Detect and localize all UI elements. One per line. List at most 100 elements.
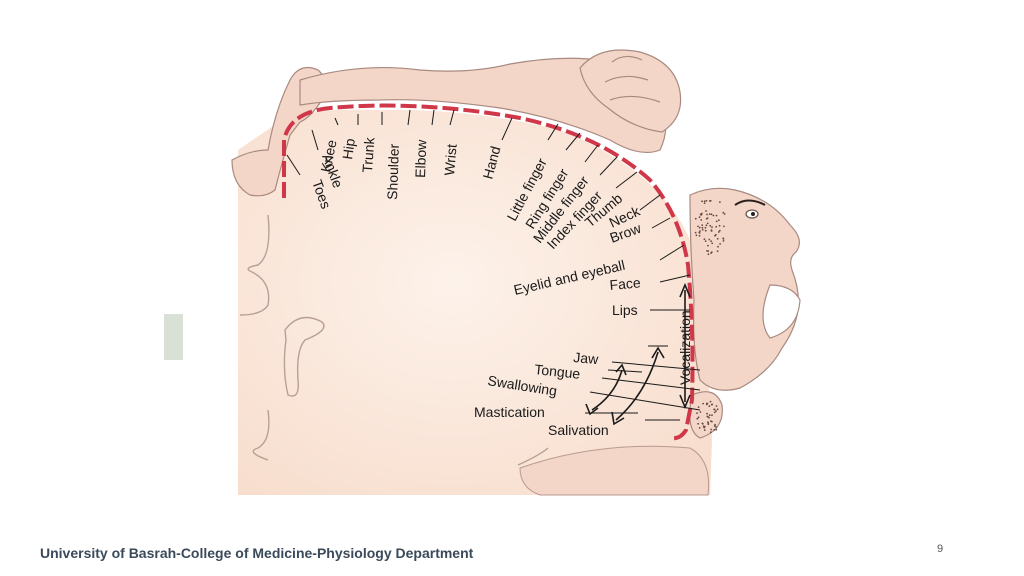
stipple-dot [705,199,708,202]
label-mastication: Mastication [474,404,545,420]
stipple-dot [718,224,721,227]
stipple-dot [695,234,698,237]
stipple-dot [723,213,726,215]
footer-institution: University of Basrah-College of Medicine… [40,545,474,561]
cortex-section [238,109,712,495]
stipple-dot [697,225,699,228]
stipple-dot [707,423,710,426]
stipple-dot [697,416,700,419]
stipple-dot [696,412,698,414]
label-knee: Knee [317,138,339,174]
page-number: 9 [937,543,944,555]
stipple-dot [698,226,701,229]
label-vocalization: Vocalization [677,310,693,385]
stipple-dot [699,213,702,216]
stipple-dot [701,224,704,227]
stipple-dot [706,412,708,415]
stipple-dot [703,200,706,203]
stipple-dot [722,238,725,240]
stipple-dot [701,228,704,231]
stipple-dot [694,217,697,220]
label-shoulder: Shoulder [384,143,402,200]
stipple-dot [701,226,704,229]
stipple-dot [717,231,720,233]
stipple-dot [710,213,713,216]
label-face: Face [609,274,642,293]
label-lips: Lips [612,302,638,318]
sulcus-lines [239,214,549,466]
stipple-dot [709,431,712,434]
stipple-dot [707,253,710,256]
stipple-dot [710,420,712,423]
stipple-dot [703,429,706,431]
stipple-dot [704,226,707,229]
stipple-dot [723,225,725,228]
stipple-dot [705,210,707,212]
stipple-dot [710,251,713,254]
stipple-dot [714,423,716,426]
stipple-dot [715,214,718,217]
label-tongue: Tongue [534,361,582,382]
stipple-dot [706,213,708,216]
stipple-dot [698,427,701,429]
stipple-dot [708,200,711,202]
stipple-dot [716,250,719,253]
stipple-dot [701,200,703,203]
stipple-dot [719,201,721,204]
stipple-dot [715,405,718,407]
stipple-dot [702,425,705,428]
stipple-dot [708,414,711,417]
label-salivation: Salivation [548,422,609,438]
stipple-dot [711,242,714,245]
stipple-dot [694,231,697,234]
stipple-dot [701,422,704,425]
stipple-dot [710,428,713,431]
stipple-dot [715,220,718,223]
stipple-dot [710,229,713,232]
stipple-dot [705,224,708,227]
stipple-dot [715,225,718,228]
stipple-dot [707,244,709,247]
stipple-dot [706,415,709,418]
stipple-dot [705,217,708,220]
label-elbow: Elbow [412,139,429,179]
label-hip: Hip [339,137,358,160]
stipple-dot [713,429,716,431]
stipple-dot [708,238,711,241]
stipple-dot [699,230,701,233]
stipple-dot [722,240,725,242]
stipple-dot [704,229,707,232]
stipple-dot [711,414,713,416]
stipple-dot [713,411,716,414]
stipple-dot [703,238,706,241]
stipple-dot [712,214,715,217]
stipple-dot [698,216,701,219]
stipple-dot [708,405,711,408]
stipple-dots [694,199,726,434]
oral-labels: Jaw Tongue Swallowing Mastication Saliva… [474,310,693,438]
stipple-dot [698,232,701,234]
stipple-dot [718,229,721,232]
stipple-dot [703,202,706,205]
stipple-dot [719,243,721,245]
stipple-dot [715,426,718,428]
stipple-dot [722,211,725,214]
stipple-dot [708,416,710,419]
stipple-dot [697,422,699,425]
stipple-dot [706,402,708,405]
label-jaw: Jaw [573,349,600,367]
stipple-dot [717,219,720,222]
stipple-dot [715,428,718,431]
stipple-dot [707,250,710,253]
side-tab-marker [164,314,183,360]
label-trunk: Trunk [359,136,377,173]
stipple-dot [711,226,713,229]
stipple-dot [716,237,719,240]
stipple-dot [714,234,716,237]
stipple-dot [713,425,716,427]
stipple-dot [709,400,712,403]
motor-cortex-dashed-boundary [282,103,695,441]
temporal-lobe [519,445,710,496]
